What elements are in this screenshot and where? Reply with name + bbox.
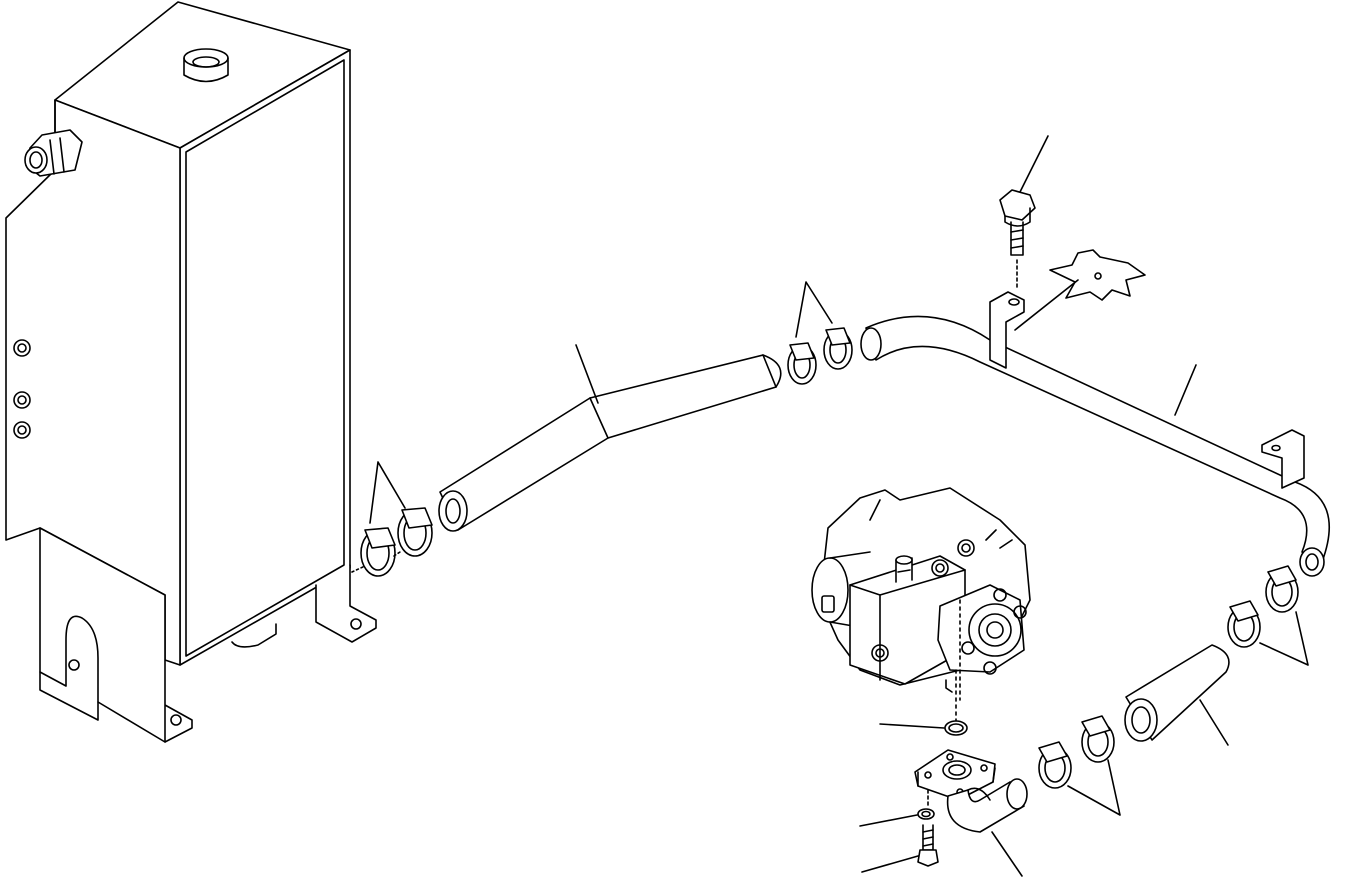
lock-washer [859, 808, 935, 827]
leader-line [991, 831, 1023, 877]
o-ring [879, 720, 968, 736]
leader-line [369, 461, 406, 524]
leader-line [575, 344, 599, 404]
mounting-bolt [999, 135, 1049, 291]
leader-line [1199, 699, 1229, 746]
flange-bolt [861, 824, 939, 873]
bracket-plate [1014, 249, 1146, 331]
hose-clamp [397, 507, 433, 557]
hose-clamp-pair-tank [351, 461, 433, 577]
hose-clamp [1227, 600, 1261, 648]
leader-line [1014, 279, 1079, 331]
suction-hose [438, 344, 782, 532]
pump-flange [914, 749, 996, 809]
hydraulic-pump [811, 487, 1031, 721]
leader-line [795, 281, 833, 338]
hose-clamp-pair-lower [1038, 715, 1121, 816]
hose-clamp-pair-upper [787, 281, 853, 385]
steel-tube [860, 291, 1330, 577]
leader-line [1259, 611, 1309, 666]
leader-line [1067, 759, 1121, 816]
lower-hose [1124, 644, 1230, 746]
hose-clamp-pair-right [1227, 565, 1309, 666]
hose-clamp [823, 327, 853, 370]
tank-side-fitting [24, 129, 83, 177]
hose-clamp [787, 342, 817, 385]
hose-clamp [360, 527, 396, 577]
leader-line [859, 814, 918, 827]
hose-clamp [1081, 715, 1115, 763]
hose-clamp [1038, 741, 1072, 789]
hydraulic-tank [5, 1, 377, 743]
leader-line [1019, 135, 1049, 193]
leader-line [861, 855, 919, 873]
hose-clamp [1265, 565, 1299, 613]
leader-line [879, 723, 945, 729]
elbow-hose [946, 778, 1028, 877]
leader-line [1174, 364, 1197, 416]
